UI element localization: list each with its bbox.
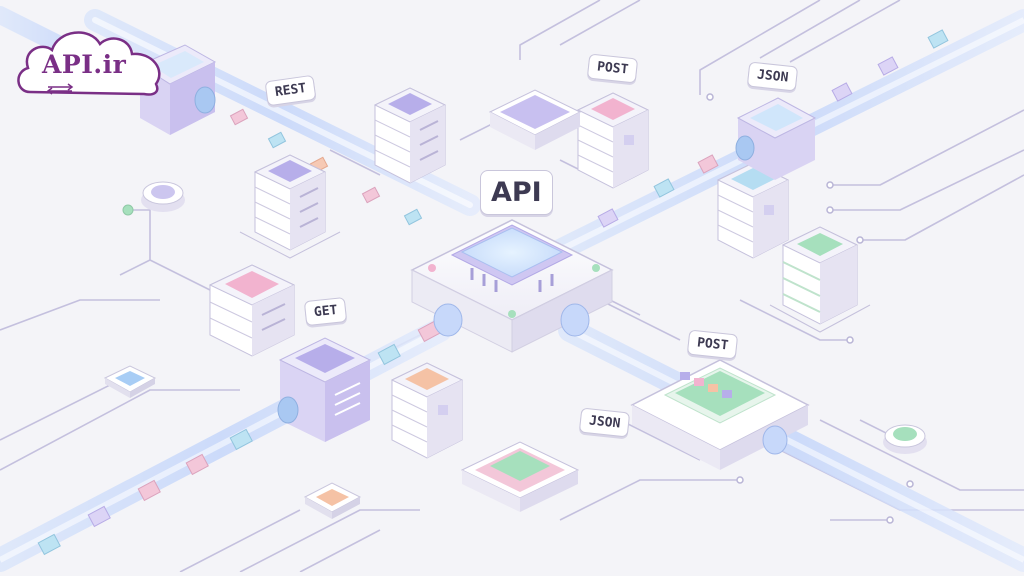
api-hub (410, 219, 614, 353)
flat-device-green (460, 441, 580, 512)
server-rack-pink (208, 264, 296, 357)
connector-button-green (883, 424, 927, 454)
post-label-bottom: POST (686, 329, 739, 360)
connector-module-json (735, 97, 817, 180)
server-rack-orange (390, 362, 464, 459)
cloud-logo-icon (17, 31, 161, 96)
server-rack-green (769, 226, 871, 333)
trace-endpoints (706, 93, 914, 524)
flat-device-top (488, 89, 582, 150)
server-rack-left (239, 154, 341, 259)
json-label-bottom: JSON (578, 407, 631, 438)
post-device (630, 359, 810, 470)
server-rack-post (576, 92, 650, 189)
connector-button-purple (122, 181, 185, 216)
connector-pad-orange (303, 482, 362, 519)
json-label-top: JSON (746, 61, 799, 92)
post-label-top: POST (586, 53, 639, 84)
logo-text: API.ir (42, 50, 127, 79)
data-packets (37, 29, 949, 556)
logo: API.ir (12, 14, 170, 106)
connector-pad-blue (103, 365, 157, 398)
get-label: GET (303, 296, 348, 327)
connector-module-top-left (138, 44, 217, 135)
server-rack-top-center (373, 87, 447, 184)
api-label: API (480, 170, 553, 215)
connector-module-get (277, 337, 372, 442)
